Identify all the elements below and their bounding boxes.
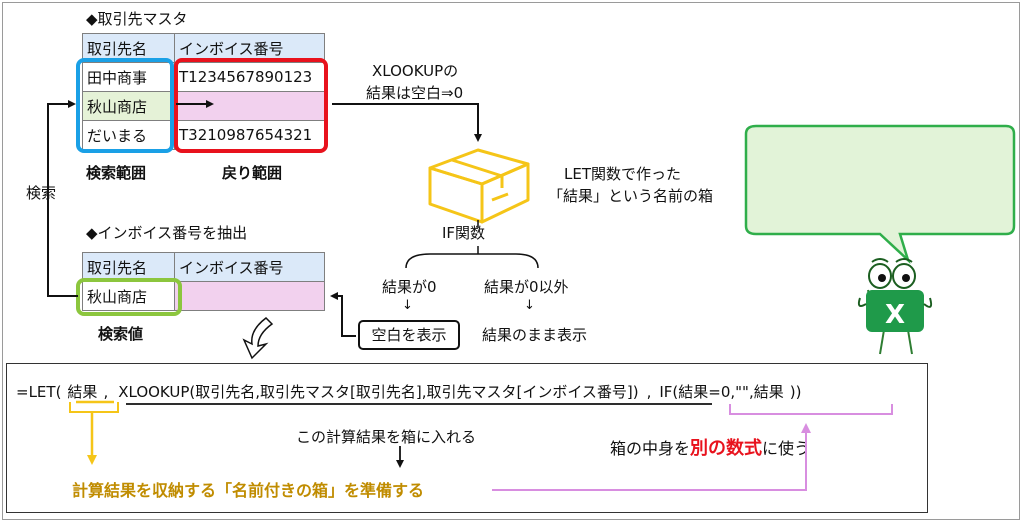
extract-cell-name: 秋山商店 <box>82 281 175 311</box>
extract-table-caption: ◆インボイス番号を抽出 <box>86 224 248 242</box>
master-table-caption: ◆取引先マスタ <box>86 10 188 28</box>
formula-if: IF(結果=0,"",結果 <box>659 383 784 401</box>
let-box-note-line2: 「結果」という名前の箱 <box>548 187 714 205</box>
table-row: だいまる T3210987654321 <box>82 120 325 150</box>
calc-into-box-note: この計算結果を箱に入れる <box>296 428 477 446</box>
extract-header-name: 取引先名 <box>82 252 175 282</box>
show-blank-box: 空白を表示 <box>358 320 460 350</box>
search-label: 検索 <box>26 184 57 202</box>
down-arrow-glyph: ↓ <box>402 298 413 313</box>
show-result-label: 結果のまま表示 <box>482 326 588 344</box>
return-range-highlight <box>174 58 328 153</box>
xlookup-note-line2: 結果は空白⇒0 <box>366 84 464 102</box>
search-value-label: 検索値 <box>98 325 144 343</box>
master-cell-invoice: T3210987654321 <box>174 120 325 150</box>
master-cell-name: だいまる <box>82 120 175 150</box>
extract-header-invoice: インボイス番号 <box>174 252 325 282</box>
formula-xlookup: XLOOKUP(取引先名,取引先マスタ[取引先名],取引先マスタ[インボイス番号… <box>118 383 639 401</box>
master-cell-name: 秋山商店 <box>82 91 175 121</box>
extract-table: 取引先名 インボイス番号 秋山商店 <box>82 252 325 311</box>
formula-line: =LET( 結果, XLOOKUP(取引先名,取引先マスタ[取引先名],取引先マスタ… <box>16 381 801 402</box>
search-value-highlight <box>76 278 182 316</box>
formula-comma: , <box>646 383 652 401</box>
formula-let-open: =LET( <box>16 383 62 401</box>
speech-line: 関数を3つ組み合わせているのか… <box>754 150 973 166</box>
down-arrow-glyph: ↓ <box>524 298 535 313</box>
table-row: 秋山商店 <box>82 91 325 121</box>
contents-post-text: に使う <box>762 439 811 458</box>
if-function-label: IF関数 <box>442 224 486 242</box>
formula-name-result: 結果 <box>67 383 98 401</box>
branch-nonzero-label: 結果が0以外 <box>484 278 569 296</box>
speech-line: 少し複雑に見えるけど <box>754 171 894 187</box>
table-row: 秋山商店 <box>82 281 325 311</box>
formula-comma: , <box>103 383 109 401</box>
master-cell-invoice <box>174 91 325 121</box>
xlookup-note-line1: XLOOKUPの <box>372 62 459 80</box>
speech-bubble-text: 関数を3つ組み合わせているのか… 少し複雑に見えるけど 一つずつは簡単な関数だね… <box>754 148 1004 211</box>
return-range-label: 戻り範囲 <box>222 164 283 182</box>
formula-close: )) <box>789 383 802 401</box>
contents-usage-note: 箱の中身を別の数式に使う <box>610 434 810 460</box>
prepare-box-note: 計算結果を収納する「名前付きの箱」を準備する <box>72 481 425 500</box>
contents-red-text: 別の数式 <box>690 438 763 459</box>
contents-pre-text: 箱の中身を <box>610 439 691 458</box>
branch-zero-label: 結果が0 <box>382 278 437 296</box>
extract-cell-invoice <box>174 281 325 311</box>
search-range-label: 検索範囲 <box>86 164 147 182</box>
search-range-highlight <box>76 58 174 153</box>
extract-table-header-row: 取引先名 インボイス番号 <box>82 252 325 282</box>
let-box-note-line1: LET関数で作った <box>564 165 681 183</box>
speech-line: 一つずつは簡単な関数だね。 <box>754 192 936 208</box>
